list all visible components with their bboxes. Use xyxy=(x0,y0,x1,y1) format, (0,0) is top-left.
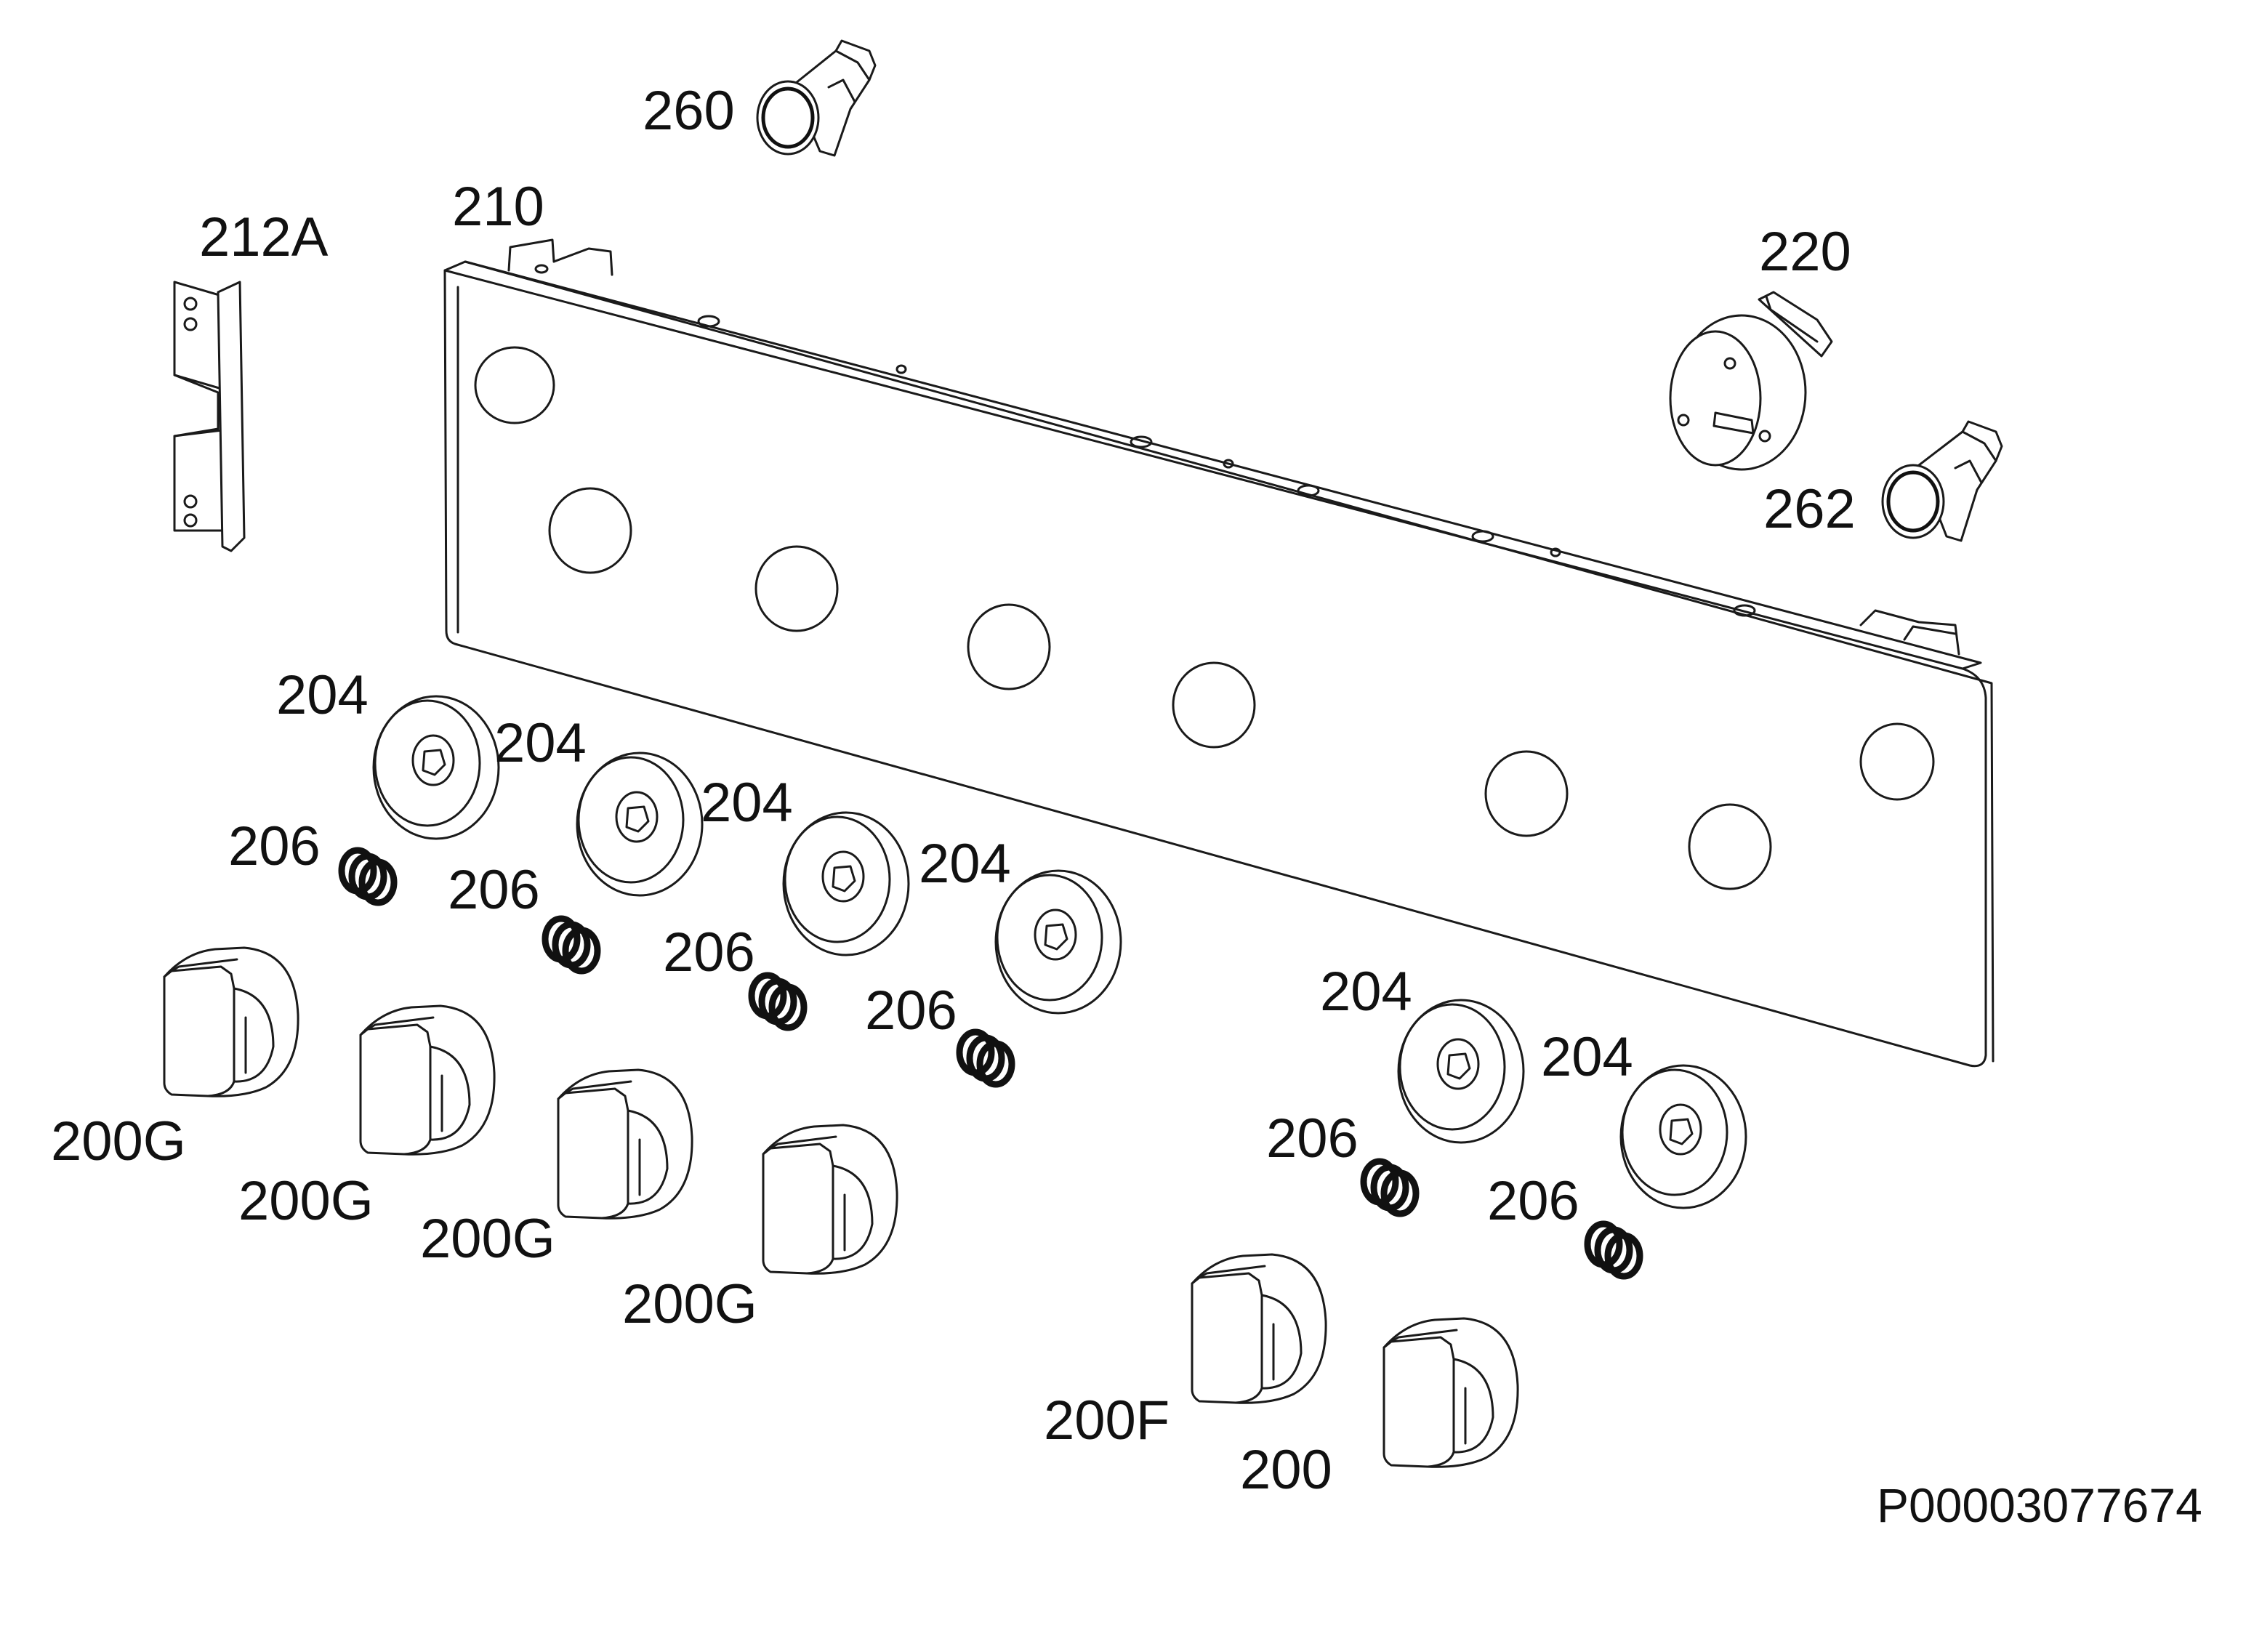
thermostat-220 xyxy=(1669,291,1833,471)
springs-206 xyxy=(338,847,1643,1280)
bezel-204-3 xyxy=(782,811,910,956)
indicator-lamp-262 xyxy=(1881,420,2003,542)
label-200: 200 xyxy=(1240,1439,1332,1501)
control-panel-210 xyxy=(443,238,1995,1068)
knob-200 xyxy=(1382,1317,1519,1468)
label-204-6: 204 xyxy=(1541,1026,1633,1088)
spring-206-6 xyxy=(1584,1220,1643,1280)
label-200g-2: 200G xyxy=(238,1170,374,1232)
spring-206-3 xyxy=(748,972,808,1031)
knob-200f xyxy=(1191,1253,1327,1404)
label-212a: 212A xyxy=(199,206,329,268)
label-204-5: 204 xyxy=(1320,961,1412,1023)
label-200g-3: 200G xyxy=(420,1208,555,1270)
label-206-4: 206 xyxy=(865,980,957,1041)
indicator-lamp-260 xyxy=(756,39,877,157)
label-206-1: 206 xyxy=(228,815,321,877)
label-210: 210 xyxy=(452,176,544,238)
label-206-3: 206 xyxy=(663,922,755,983)
spring-206-5 xyxy=(1360,1158,1420,1217)
label-204-4: 204 xyxy=(919,833,1011,895)
label-204-3: 204 xyxy=(701,772,793,834)
drawing-number: P00003077674 xyxy=(1877,1478,2202,1532)
label-204-2: 204 xyxy=(494,712,587,774)
bezel-204-2 xyxy=(576,752,704,897)
knobs xyxy=(163,946,1519,1468)
bezel-204-4 xyxy=(994,869,1122,1015)
label-262: 262 xyxy=(1763,478,1856,540)
label-206-6: 206 xyxy=(1487,1170,1579,1232)
knob-bezels-204 xyxy=(372,695,1747,1209)
part-labels: 260 210 212A 220 262 204 204 204 204 204… xyxy=(51,80,2202,1532)
label-220: 220 xyxy=(1759,221,1851,283)
label-206-5: 206 xyxy=(1266,1108,1359,1169)
knob-200g-1 xyxy=(163,946,299,1097)
label-200f: 200F xyxy=(1044,1390,1170,1451)
bezel-204-5 xyxy=(1397,999,1525,1144)
label-260: 260 xyxy=(643,80,735,142)
knob-200g-2 xyxy=(359,1004,496,1156)
label-206-2: 206 xyxy=(448,859,540,921)
label-204-1: 204 xyxy=(276,664,369,726)
spring-206-4 xyxy=(956,1028,1015,1088)
spring-206-2 xyxy=(542,915,601,975)
side-bracket-212a xyxy=(173,281,246,552)
spring-206-1 xyxy=(338,847,398,906)
knob-200g-3 xyxy=(557,1068,693,1220)
knob-200g-4 xyxy=(762,1124,898,1275)
bezel-204-6 xyxy=(1619,1064,1747,1209)
label-200g-4: 200G xyxy=(622,1273,757,1335)
label-200g-1: 200G xyxy=(51,1111,186,1172)
bezel-204-1 xyxy=(372,695,500,840)
